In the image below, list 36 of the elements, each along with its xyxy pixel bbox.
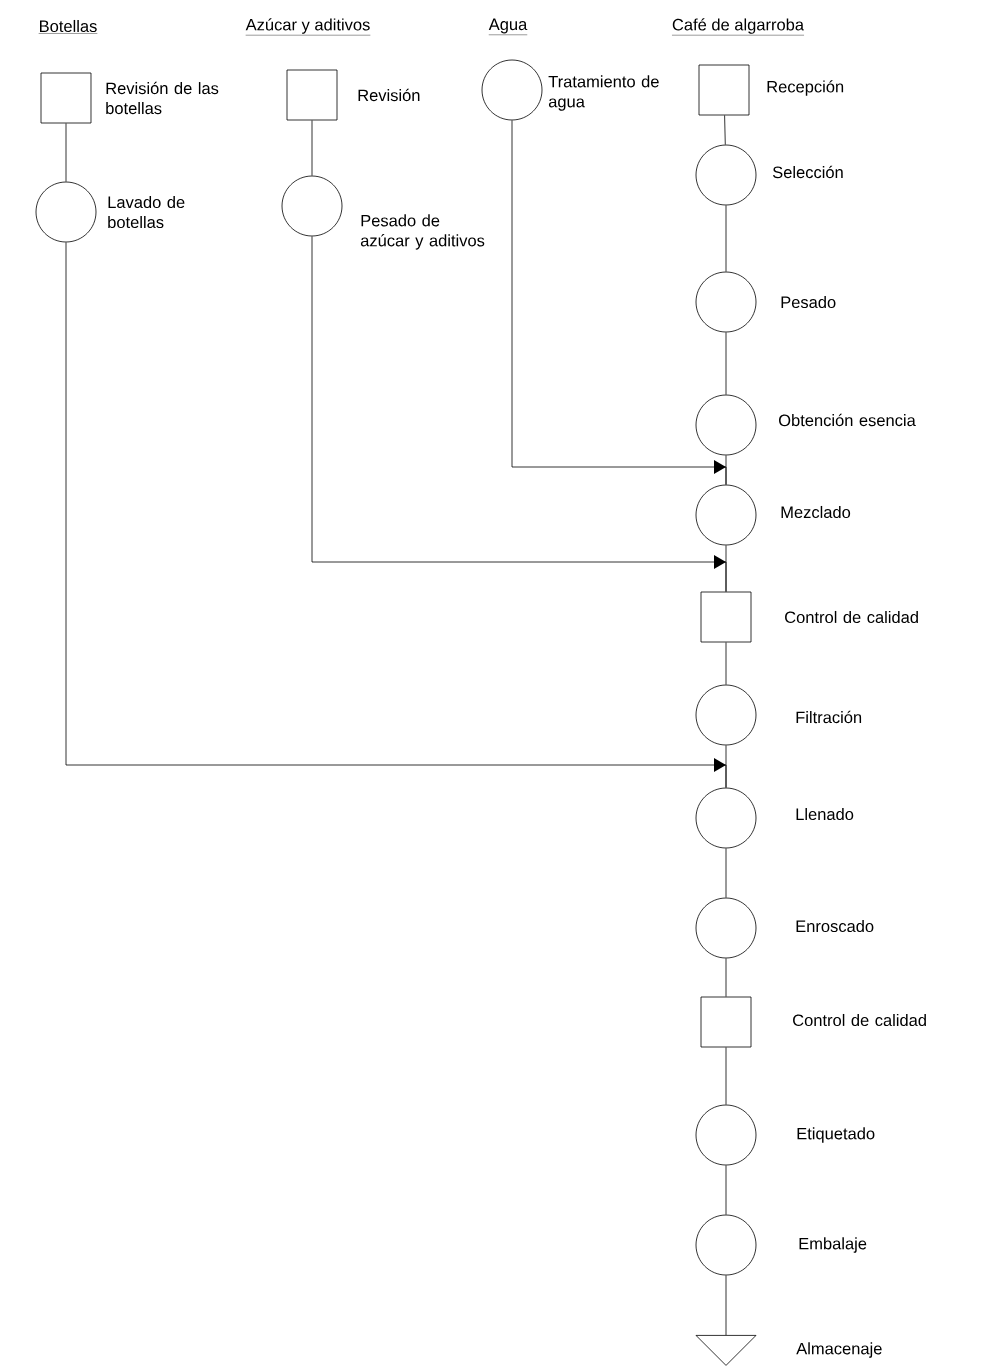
connector-line (65, 123, 67, 182)
connector-line (725, 848, 727, 898)
step-label: Revisión de las botellas (106, 81, 219, 115)
column-heading: Botellas (38, 19, 98, 34)
connector-line (311, 120, 313, 176)
step-label: Filtración (796, 710, 862, 724)
step-label: Recepción (767, 80, 844, 96)
connector-line (725, 1275, 727, 1336)
connector-line (725, 332, 727, 395)
arrow (311, 236, 727, 592)
step-label: Pesado de azúcar y aditivos (360, 214, 485, 250)
connector-line (725, 1047, 727, 1105)
step-label: Etiquetado (797, 1127, 875, 1143)
column-heading: Agua (488, 18, 528, 35)
connector-line (724, 115, 726, 145)
step-label: Obtención esencia (779, 413, 916, 427)
arrow (65, 242, 727, 788)
arrow (511, 120, 727, 485)
step-label: Llenado (796, 807, 854, 821)
step-label: Control de calidad (785, 610, 918, 624)
step-label: Enroscado (796, 919, 874, 933)
connector-line (725, 958, 727, 997)
connector-line (725, 642, 727, 685)
step-label: Selección (772, 165, 843, 179)
step-label: Revisión (358, 88, 420, 102)
connector-line (725, 1165, 727, 1215)
step-label: Mezclado (781, 505, 851, 519)
step-label: Control de calidad (793, 1013, 926, 1027)
column-heading: Café de algarroba (671, 18, 805, 36)
connector-line (725, 205, 727, 272)
step-label: Lavado de botellas (108, 195, 185, 229)
step-label: Almacenaje (796, 1342, 882, 1358)
step-label: Pesado (781, 295, 836, 309)
step-label: Embalaje (799, 1237, 867, 1253)
step-label: Tratamiento de agua (548, 75, 659, 111)
column-heading: Azúcar y aditivos (245, 18, 371, 36)
